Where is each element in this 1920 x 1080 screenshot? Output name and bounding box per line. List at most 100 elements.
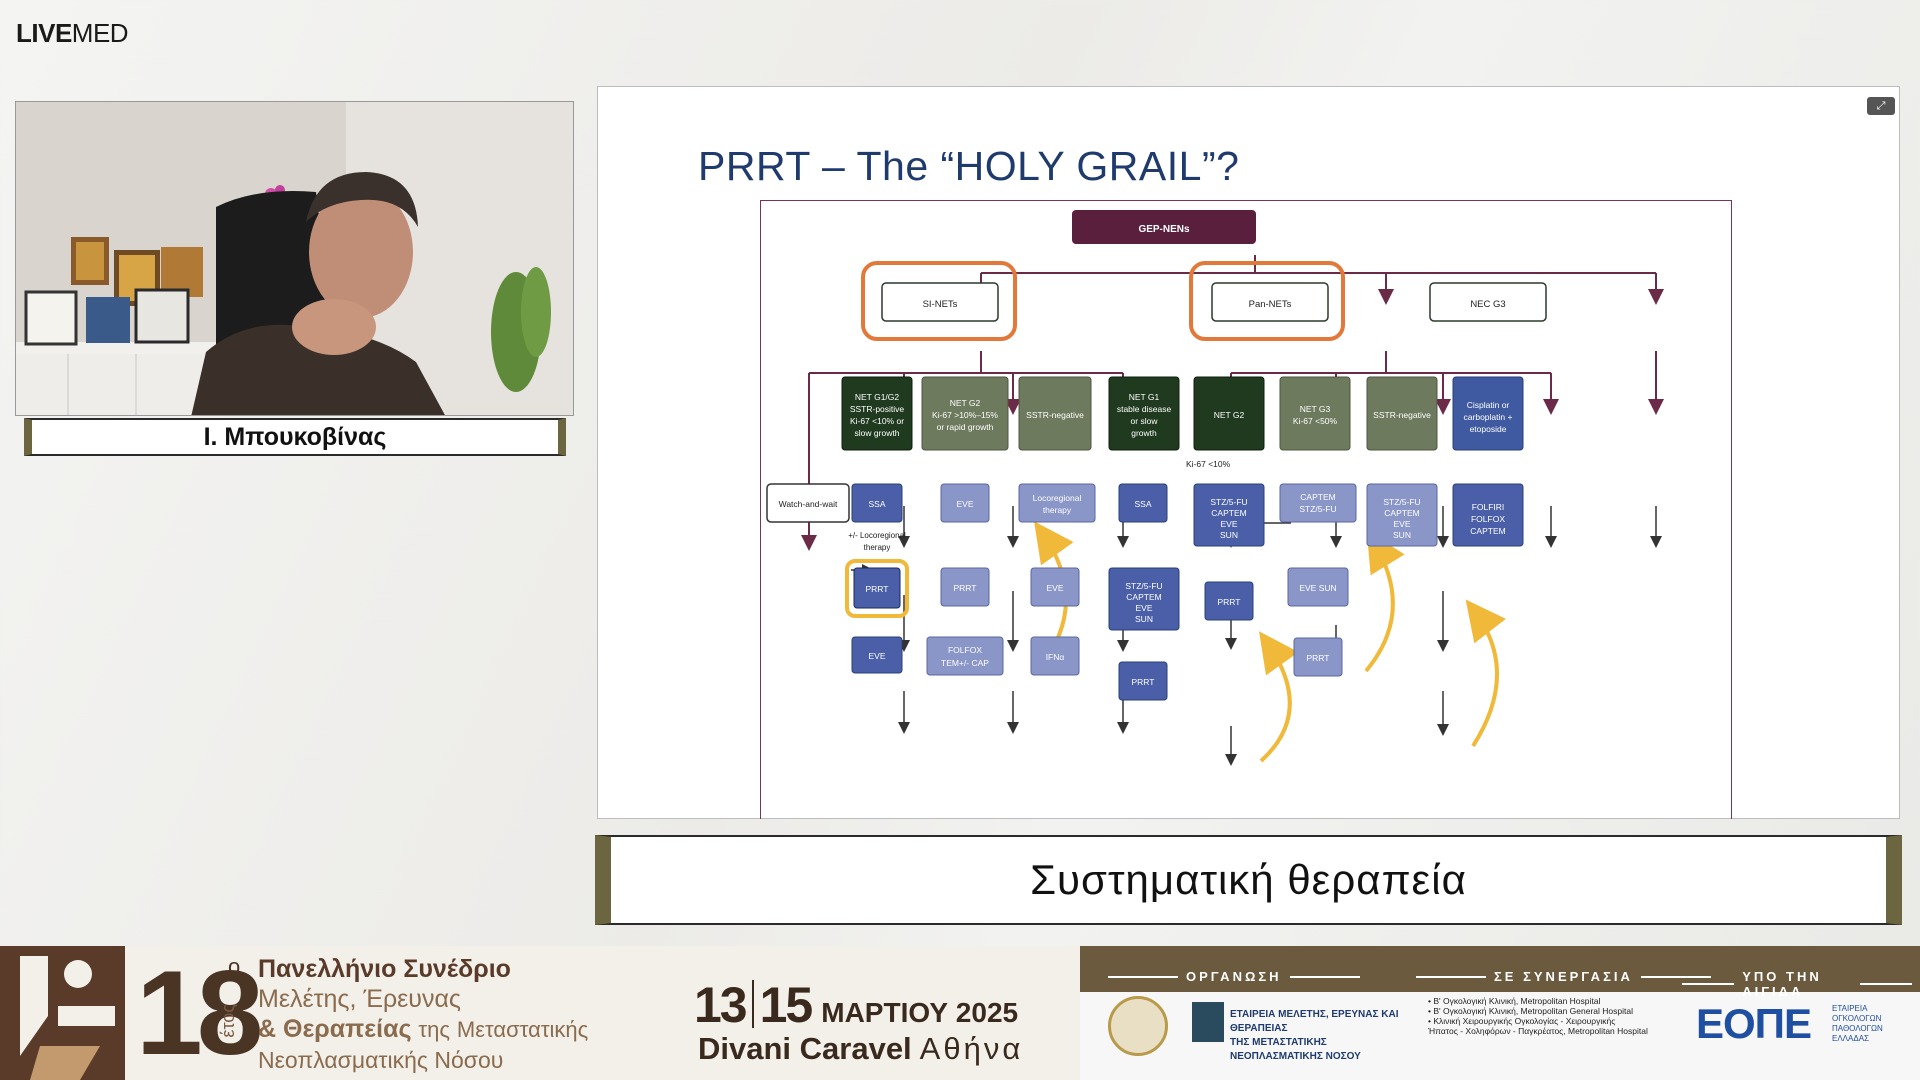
auspices-title: ΥΠΟ ΤΗΝ ΑΙΓΙΔΑ <box>1674 969 1920 999</box>
conference-year-label: έτος <box>218 1004 238 1038</box>
node-locoregional: Locoregional therapy <box>1018 483 1096 523</box>
svg-text:or slow: or slow <box>1131 416 1159 426</box>
node-pan-net-g2: NET G2 <box>1193 376 1265 451</box>
svg-text:SSA: SSA <box>1134 499 1151 509</box>
svg-text:CAPTEM: CAPTEM <box>1300 492 1335 502</box>
node-eve-3: EVE <box>1030 567 1080 607</box>
si-nets-highlight <box>861 261 1017 341</box>
svg-text:PRRT: PRRT <box>954 583 977 593</box>
svg-text:STZ/5-FU: STZ/5-FU <box>1125 581 1162 591</box>
svg-text:STZ/5-FU: STZ/5-FU <box>1299 504 1336 514</box>
svg-text:EVE: EVE <box>1135 603 1152 613</box>
node-nec-g3: NEC G3 <box>1429 282 1547 322</box>
svg-text:NET G2: NET G2 <box>1214 410 1245 420</box>
svg-text:Cisplatin or: Cisplatin or <box>1467 400 1510 410</box>
svg-text:FOLFIRI: FOLFIRI <box>1472 502 1505 512</box>
svg-text:CAPTEM: CAPTEM <box>1211 508 1246 518</box>
svg-text:Pan-NETs: Pan-NETs <box>1249 299 1292 310</box>
speaker-video <box>15 101 574 416</box>
treatment-flowchart: GEP-NENs SI-NETs Pan-NETs NEC G3 NET G1/… <box>760 200 1732 819</box>
conference-title-line3: & Θεραπείας της Μεταστατικής <box>258 1015 589 1043</box>
svg-text:carboplatin +: carboplatin + <box>1464 412 1513 422</box>
organizer-seal-icon <box>1108 996 1168 1056</box>
pan-nets-highlight <box>1189 261 1345 341</box>
node-ssa-1: SSA <box>851 483 903 523</box>
slide-title: PRRT – The “HOLY GRAIL”? <box>698 143 1240 189</box>
svg-text:or rapid growth: or rapid growth <box>937 422 994 432</box>
node-folfox-tem: FOLFOX TEM+/- CAP <box>926 636 1004 676</box>
yellow-sequence-arrows <box>1034 521 1506 763</box>
svg-text:NEC G3: NEC G3 <box>1470 299 1505 310</box>
svg-text:PRRT: PRRT <box>1218 597 1241 607</box>
svg-text:SSTR-negative: SSTR-negative <box>1373 410 1431 420</box>
node-si-sstr-negative: SSTR-negative <box>1018 376 1092 451</box>
svg-text:SSA: SSA <box>868 499 885 509</box>
organizer-title: ΟΡΓΑΝΩΣΗ <box>1100 969 1368 984</box>
svg-text:SSTR-negative: SSTR-negative <box>1026 410 1084 420</box>
node-watch-and-wait: Watch-and-wait <box>766 483 850 523</box>
svg-text:SI-NETs: SI-NETs <box>923 299 958 310</box>
prrt-highlight <box>845 559 909 618</box>
svg-text:FOLFOX: FOLFOX <box>948 645 982 655</box>
svg-text:stable disease: stable disease <box>1117 404 1172 414</box>
partners-panel: ΟΡΓΑΝΩΣΗ ΣΕ ΣΥΝΕΡΓΑΣΙΑ ΥΠΟ ΤΗΝ ΑΙΓΙΔΑ ΕΤ… <box>1080 946 1920 1080</box>
node-prrt-2: PRRT <box>940 567 990 607</box>
svg-text:PRRT: PRRT <box>1307 653 1330 663</box>
node-si-net-g1g2: NET G1/G2 SSTR-positive Ki-67 <10% or sl… <box>841 376 913 451</box>
svg-text:EVE: EVE <box>868 651 885 661</box>
svg-text:therapy: therapy <box>1043 505 1072 515</box>
collab-title: ΣΕ ΣΥΝΕΡΓΑΣΙΑ <box>1408 969 1719 984</box>
locoregional-label-line2: therapy <box>864 543 891 552</box>
node-si-nets: SI-NETs <box>881 282 999 322</box>
ki67-label: Ki-67 <10% <box>1186 459 1231 469</box>
subtitle-bar: Συστηματική θεραπεία <box>595 835 1902 925</box>
svg-text:STZ/5-FU: STZ/5-FU <box>1210 497 1247 507</box>
node-ifna: IFNα <box>1030 636 1080 676</box>
eope-subtitle: ΕΤΑΙΡΕΙΑ ΟΓΚΟΛΟΓΩΝ ΠΑΘΟΛΟΓΩΝ ΕΛΛΑΔΑΣ <box>1832 1004 1883 1043</box>
svg-text:FOLFOX: FOLFOX <box>1471 514 1505 524</box>
svg-text:Locoregional: Locoregional <box>1033 493 1082 503</box>
svg-text:EVE: EVE <box>1046 583 1063 593</box>
conference-number-sup: ο <box>228 954 241 979</box>
society-name: ΕΤΑΙΡΕΙΑ ΜΕΛΕΤΗΣ, ΕΡΕΥΝΑΣ ΚΑΙ ΘΕΡΑΠΕΙΑΣ … <box>1230 1009 1399 1062</box>
svg-text:Watch-and-wait: Watch-and-wait <box>779 499 838 509</box>
subtitle-text: Συστηματική θεραπεία <box>1030 856 1467 903</box>
conference-title-line4: Νεοπλασματικής Νόσου <box>258 1047 504 1073</box>
speaker-video-image <box>16 102 573 415</box>
livemed-logo: LIVEMED <box>16 18 129 49</box>
node-eve-sun: EVE SUN <box>1287 567 1349 607</box>
svg-text:CAPTEM: CAPTEM <box>1126 592 1161 602</box>
svg-text:SUN: SUN <box>1393 530 1411 540</box>
node-stz-2: STZ/5-FU CAPTEM EVE SUN <box>1193 483 1265 547</box>
svg-text:SUN: SUN <box>1220 530 1238 540</box>
svg-text:NET G3: NET G3 <box>1300 404 1331 414</box>
node-prrt-1: PRRT <box>853 567 901 609</box>
svg-text:PRRT: PRRT <box>866 584 889 594</box>
node-prrt-3: PRRT <box>1118 661 1168 701</box>
svg-text:GEP-NENs: GEP-NENs <box>1138 224 1190 235</box>
node-ssa-2: SSA <box>1118 483 1168 523</box>
logo-live: LIVE <box>16 18 72 48</box>
node-si-net-g2: NET G2 Ki-67 >10%–15% or rapid growth <box>921 376 1009 451</box>
svg-text:SUN: SUN <box>1135 614 1153 624</box>
svg-text:NET G1: NET G1 <box>1129 392 1160 402</box>
svg-text:SSTR-positive: SSTR-positive <box>850 404 905 414</box>
node-prrt-4: PRRT <box>1204 581 1254 621</box>
node-prrt-5: PRRT <box>1293 637 1343 677</box>
node-pan-net-g3: NET G3 Ki-67 <50% <box>1279 376 1351 451</box>
svg-text:NET G2: NET G2 <box>950 398 981 408</box>
svg-text:CAPTEM: CAPTEM <box>1384 508 1419 518</box>
node-nec-chemo: Cisplatin or carboplatin + etoposide <box>1452 376 1524 451</box>
svg-text:etoposide: etoposide <box>1470 424 1507 434</box>
collab-list: • Β' Ογκολογική Κλινική, Metropolitan Ho… <box>1428 996 1648 1036</box>
speaker-name-bar: Ι. Μπουκοβίνας <box>24 418 566 456</box>
node-root: GEP-NENs <box>1072 210 1256 244</box>
conference-logo-art <box>0 946 125 1080</box>
svg-text:PRRT: PRRT <box>1132 677 1155 687</box>
svg-text:Ki-67 >10%–15%: Ki-67 >10%–15% <box>932 410 998 420</box>
conference-title-line2: Μελέτης, Έρευνας <box>258 985 461 1013</box>
speaker-name: Ι. Μπουκοβίνας <box>203 422 387 451</box>
svg-text:Ki-67 <50%: Ki-67 <50% <box>1293 416 1338 426</box>
expand-icon[interactable]: ⤢ <box>1867 97 1895 115</box>
